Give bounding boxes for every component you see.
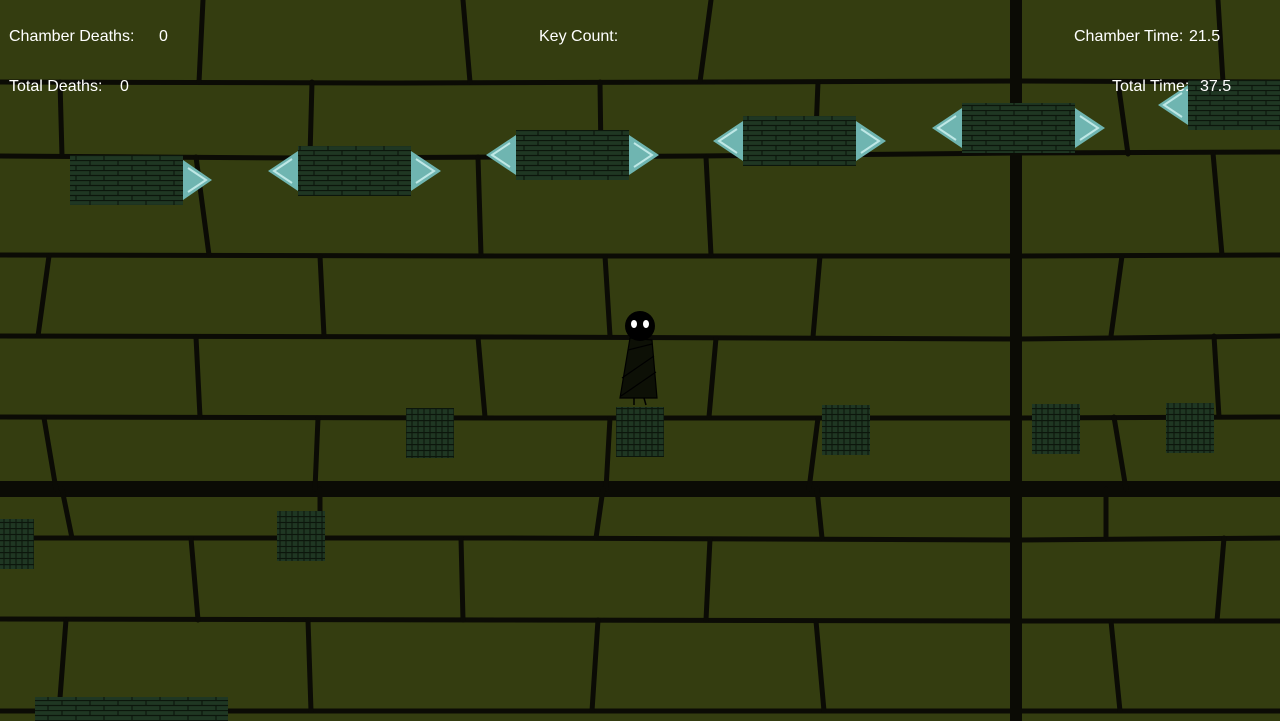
chamber-deaths-label: Chamber Deaths: (9, 28, 135, 45)
total-deaths-counter: Total Deaths: 0 (9, 77, 129, 97)
platform (1032, 404, 1080, 454)
total-deaths-label: Total Deaths: (9, 78, 103, 95)
spike-block-3 (486, 130, 659, 180)
spike-block-5 (932, 103, 1105, 153)
total-time-value: 37.5 (1200, 78, 1232, 95)
chamber-time-label: Chamber Time: (1074, 28, 1184, 45)
total-time-label: Total Time: (1112, 78, 1190, 95)
key-count-counter: Key Count: (539, 27, 618, 47)
spike-block-1 (70, 155, 212, 205)
spike-block-2 (268, 146, 441, 196)
platform (277, 511, 325, 561)
key-count-label: Key Count: (539, 28, 619, 45)
platform (1166, 403, 1214, 453)
platform (822, 405, 870, 455)
player-eye-left (631, 320, 637, 328)
total-time-counter: Total Time: 37.5 (1112, 77, 1231, 97)
chamber-time-value: 21.5 (1189, 28, 1221, 45)
chamber-deaths-value: 0 (159, 28, 168, 45)
platform (0, 519, 34, 569)
small-brick-platforms (0, 403, 1214, 721)
floor-brick-strip (35, 697, 228, 721)
total-deaths-value: 0 (120, 78, 129, 95)
player-eye-right (643, 320, 649, 328)
player-character (619, 311, 658, 406)
spike-block-4 (713, 116, 886, 166)
platform (406, 408, 454, 458)
spike-block-6 (1158, 80, 1280, 130)
chamber-deaths-counter: Chamber Deaths: 0 (9, 27, 168, 47)
chamber-time-counter: Chamber Time: 21.5 (1074, 27, 1220, 47)
player-head (625, 311, 655, 341)
platform (616, 407, 664, 457)
